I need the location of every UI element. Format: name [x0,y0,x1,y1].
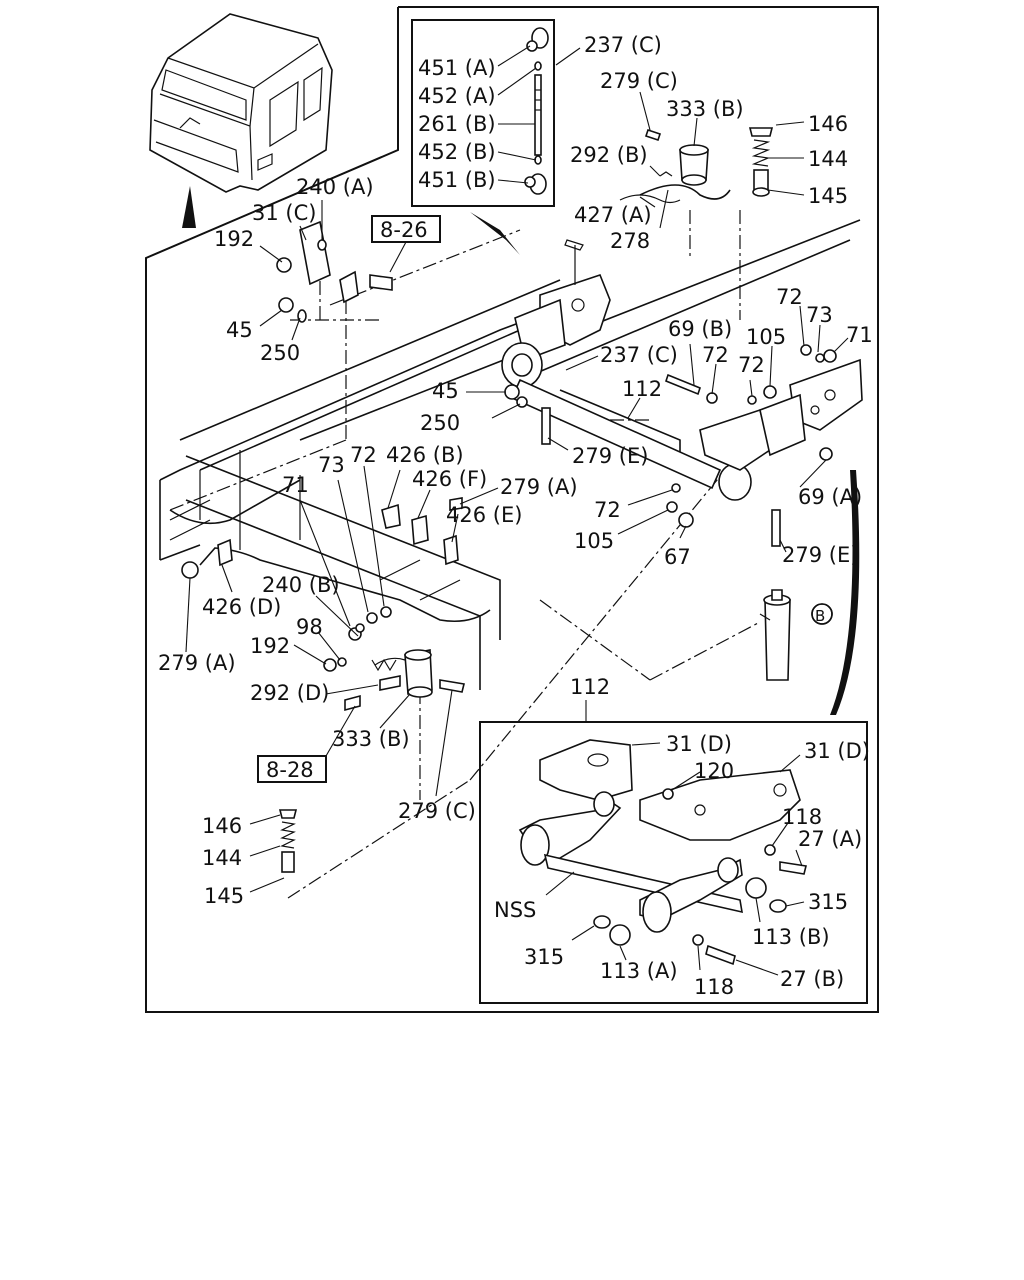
label-45-mid: 45 [432,379,459,403]
label-250-mid: 250 [420,411,460,435]
label-426d: 426 (D) [202,595,281,619]
label-427a: 427 (A) [574,203,652,227]
torsion-bar-parts [518,739,807,966]
label-31c: 31 (C) [252,201,316,225]
label-279c-top: 279 (C) [600,69,678,93]
label-113a: 113 (A) [600,959,678,983]
label-315-left: 315 [524,945,564,969]
label-146-bottom: 146 [202,814,242,838]
label-72-c: 72 [738,353,765,377]
frame-rails [159,219,861,690]
label-45-top: 45 [226,318,253,342]
label-279a-mid: 279 (A) [500,475,578,499]
reference-box-8-28 [257,755,327,783]
label-426e: 426 (E) [446,503,522,527]
label-279c-bottom: 279 (C) [398,799,476,823]
leader-lines [185,45,849,976]
stabilizer-bar-lower [169,479,491,623]
label-144-top: 144 [808,147,848,171]
torsion-bar-inset-box [479,721,868,1004]
pivot-bracket-assembly [501,239,863,501]
callout-b-letter: B [815,607,825,625]
label-113b: 113 (B) [752,925,830,949]
label-105-a: 105 [746,325,786,349]
label-146-top: 146 [808,112,848,136]
label-240b: 240 (B) [262,573,340,597]
hinge-bracket-upper [276,220,393,323]
label-279e-right: 279 (E) [782,543,858,567]
reference-8-28: 8-28 [266,758,314,782]
label-451a: 451 (A) [418,56,496,80]
label-31d-right: 31 (D) [804,739,870,763]
label-292b: 292 (B) [570,143,648,167]
label-27b: 27 (B) [780,967,844,991]
label-nss: NSS [494,898,536,922]
label-73-a: 73 [806,303,833,327]
label-31d-left: 31 (D) [666,732,732,756]
right-mount-hardware [504,344,860,715]
label-73-b: 73 [318,453,345,477]
label-112-top: 112 [622,377,662,401]
label-315-right: 315 [808,890,848,914]
label-72-e: 72 [594,498,621,522]
label-120: 120 [694,759,734,783]
label-71-a: 71 [846,323,873,347]
label-250-top: 250 [260,341,300,365]
label-192-top: 192 [214,227,254,251]
label-27a: 27 (A) [798,827,862,851]
label-452a: 452 (A) [418,84,496,108]
label-261b: 261 (B) [418,112,496,136]
label-452b: 452 (B) [418,140,496,164]
label-112-inset: 112 [570,675,610,699]
stabilizer-link-parts [470,27,549,255]
label-144-bottom: 144 [202,846,242,870]
label-72-a: 72 [776,285,803,309]
main-frame-outline [145,6,879,1013]
label-69b: 69 (B) [668,317,732,341]
label-118-bottom: 118 [694,975,734,999]
label-105-b: 105 [574,529,614,553]
label-237c-top: 237 (C) [584,33,662,57]
cab-illustration [149,13,333,228]
label-278: 278 [610,229,650,253]
label-451b: 451 (B) [418,168,496,192]
label-71-b: 71 [282,473,309,497]
label-279e-mid: 279 (E) [572,444,648,468]
part-labels: 451 (A) 452 (A) 261 (B) 452 (B) 451 (B) … [158,33,873,999]
label-333b-bottom: 333 (B) [332,727,410,751]
stabilizer-link-inset-box [411,19,555,207]
label-237c-mid: 237 (C) [600,343,678,367]
label-98: 98 [296,615,323,639]
label-192-mid: 192 [250,634,290,658]
label-145-top: 145 [808,184,848,208]
label-426f: 426 (F) [412,467,487,491]
label-333b-top: 333 (B) [666,97,744,121]
frame-dash-lines [145,149,761,899]
label-72-b: 72 [702,343,729,367]
label-72-d: 72 [350,443,377,467]
shock-absorber-lower [278,606,465,873]
label-118-right: 118 [782,805,822,829]
label-240a: 240 (A) [296,175,374,199]
label-67: 67 [664,545,691,569]
label-292d: 292 (D) [250,681,329,705]
label-279a-left: 279 (A) [158,651,236,675]
label-145-bottom: 145 [204,884,244,908]
label-69a: 69 (A) [798,485,862,509]
label-426b: 426 (B) [386,443,464,467]
reference-8-26: 8-26 [380,218,428,242]
callout-marker-b [811,603,833,625]
